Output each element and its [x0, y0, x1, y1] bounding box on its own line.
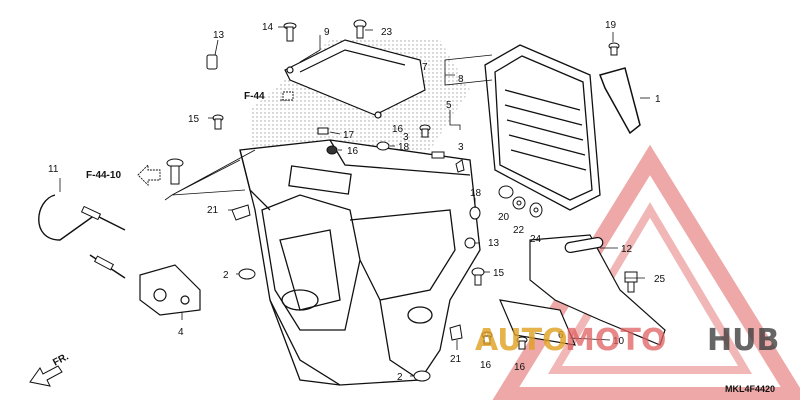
f44-arrow — [282, 91, 294, 101]
f4410-arrow — [137, 163, 161, 187]
front-arrow — [29, 365, 63, 387]
label-14: 14 — [262, 22, 274, 33]
part-3-upper — [431, 151, 445, 159]
label-23: 23 — [381, 27, 393, 38]
clip-21-bottom — [449, 324, 463, 341]
label-19: 19 — [605, 20, 617, 31]
label-15a: 15 — [188, 114, 200, 125]
label-22: 22 — [513, 225, 525, 236]
clip-f4410 — [166, 158, 184, 185]
mounting-bracket — [499, 234, 666, 346]
air-filter-element — [484, 44, 601, 211]
label-21b: 21 — [450, 354, 462, 365]
label-13a: 13 — [213, 30, 225, 41]
label-1: 1 — [655, 94, 661, 105]
ref-f4410: F-44-10 — [86, 170, 121, 181]
label-8: 8 — [458, 74, 464, 85]
part-3-lower — [455, 159, 465, 173]
bolt-16-set — [326, 124, 528, 350]
label-25: 25 — [654, 274, 666, 285]
label-10: 10 — [613, 336, 625, 347]
catalog-code: MKL4F4420 — [725, 384, 775, 394]
bolt-19 — [608, 42, 620, 56]
watermark-auto: AUTO — [475, 323, 568, 358]
label-3b: 3 — [458, 142, 464, 153]
cable-adjuster — [80, 205, 102, 221]
bolt-15-right — [471, 267, 485, 286]
label-16c: 16 — [480, 360, 492, 371]
label-7: 7 — [422, 62, 428, 73]
label-18a: 18 — [398, 142, 410, 153]
label-24: 24 — [530, 234, 542, 245]
label-20: 20 — [498, 212, 510, 223]
seal-ring — [599, 67, 641, 135]
label-9: 9 — [324, 27, 330, 38]
label-5: 5 — [446, 100, 452, 111]
clip-17 — [317, 127, 329, 135]
bolt-15-left — [212, 114, 224, 130]
ref-f44: F-44 — [244, 91, 265, 102]
bolt-13-top — [206, 54, 218, 70]
bolt-25 — [624, 271, 638, 293]
screw-23 — [353, 19, 367, 39]
label-16b: 16 — [347, 146, 359, 157]
label-18b: 18 — [470, 188, 482, 199]
leader-lines — [59, 26, 650, 377]
part-labels: 1 2 2 3 3 4 5 6 7 8 9 10 11 12 13 13 14 … — [48, 20, 666, 383]
label-2a: 2 — [223, 270, 229, 281]
label-16d: 16 — [514, 362, 526, 373]
front-label: FR. — [51, 351, 71, 368]
cable-end — [93, 255, 115, 271]
washer-set — [498, 185, 543, 218]
label-6: 6 — [558, 330, 564, 341]
watermark-hub: HUB — [707, 323, 779, 358]
label-17: 17 — [343, 130, 355, 141]
label-15b: 15 — [493, 268, 505, 279]
bolt-13-right — [464, 237, 476, 249]
label-4: 4 — [178, 327, 184, 338]
bolt-14 — [283, 22, 297, 42]
label-21a: 21 — [207, 205, 219, 216]
label-12: 12 — [621, 244, 633, 255]
watermark-moto: MOTO — [565, 323, 666, 358]
grommet-2-bottom — [413, 370, 431, 382]
latch-assembly — [139, 264, 201, 316]
housing-lid — [284, 39, 426, 119]
air-cleaner-housing — [239, 139, 481, 386]
label-16a: 16 — [392, 124, 404, 135]
grommet-2-left — [238, 268, 256, 280]
label-3a: 3 — [403, 132, 409, 143]
label-2b: 2 — [397, 372, 403, 383]
watermark-brand: AUTO MOTO HUB — [475, 323, 779, 358]
label-13b: 13 — [488, 238, 500, 249]
clip-21-left — [231, 204, 251, 221]
label-11: 11 — [48, 164, 59, 175]
